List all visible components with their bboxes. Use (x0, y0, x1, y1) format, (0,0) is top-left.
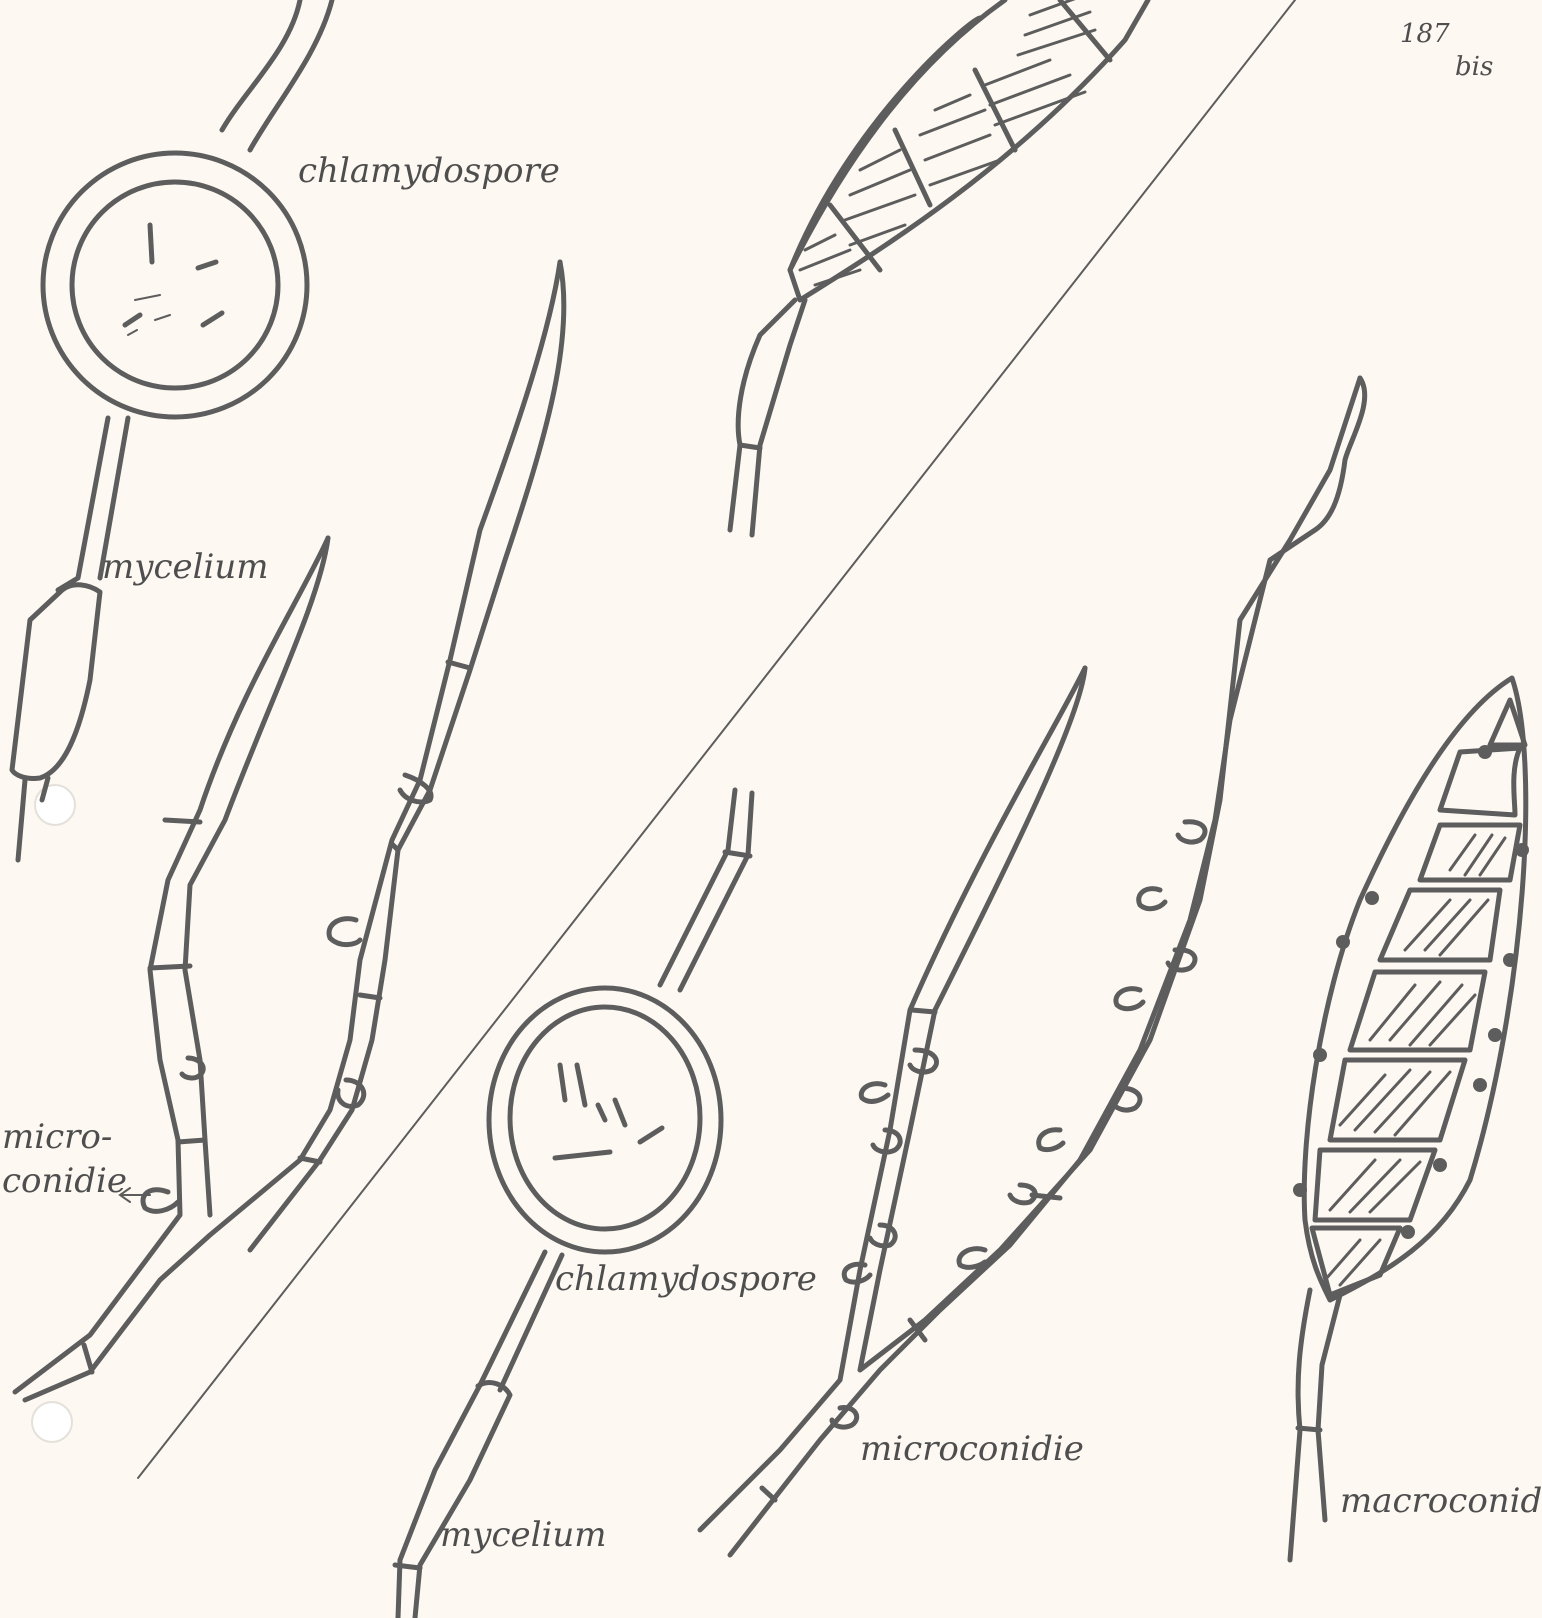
macroconidium-bottom (1290, 678, 1529, 1560)
label-microconidie-left-b: conidie (2, 1161, 127, 1201)
label-microconidie-left-a: micro- (2, 1117, 112, 1157)
label-macroconidie: macroconidie (1340, 1481, 1542, 1521)
label-chlamydospore-bottom: chlamydospore (555, 1259, 817, 1299)
binder-hole-lower (32, 1402, 72, 1442)
binder-hole-upper (35, 785, 75, 825)
label-chlamydospore-top: chlamydospore (298, 151, 560, 191)
left-branching-hyphae (15, 262, 564, 1400)
divider-line (138, 0, 1295, 1478)
label-mycelium-bottom: mycelium (440, 1515, 607, 1555)
page-suffix: bis (1455, 52, 1493, 82)
chlamydospore-bottom-hypha (395, 790, 752, 1618)
label-microconidie-bottom: microconidie (860, 1429, 1084, 1469)
chlamydospore-top-outer-wall (43, 153, 307, 417)
chlamydospore-top-hypha (12, 0, 332, 860)
page-number: 187 (1400, 19, 1450, 49)
chlamydospore-top-inner-wall (72, 182, 278, 388)
label-mycelium-top: mycelium (102, 547, 269, 587)
microconidia-hyphae (700, 378, 1365, 1555)
